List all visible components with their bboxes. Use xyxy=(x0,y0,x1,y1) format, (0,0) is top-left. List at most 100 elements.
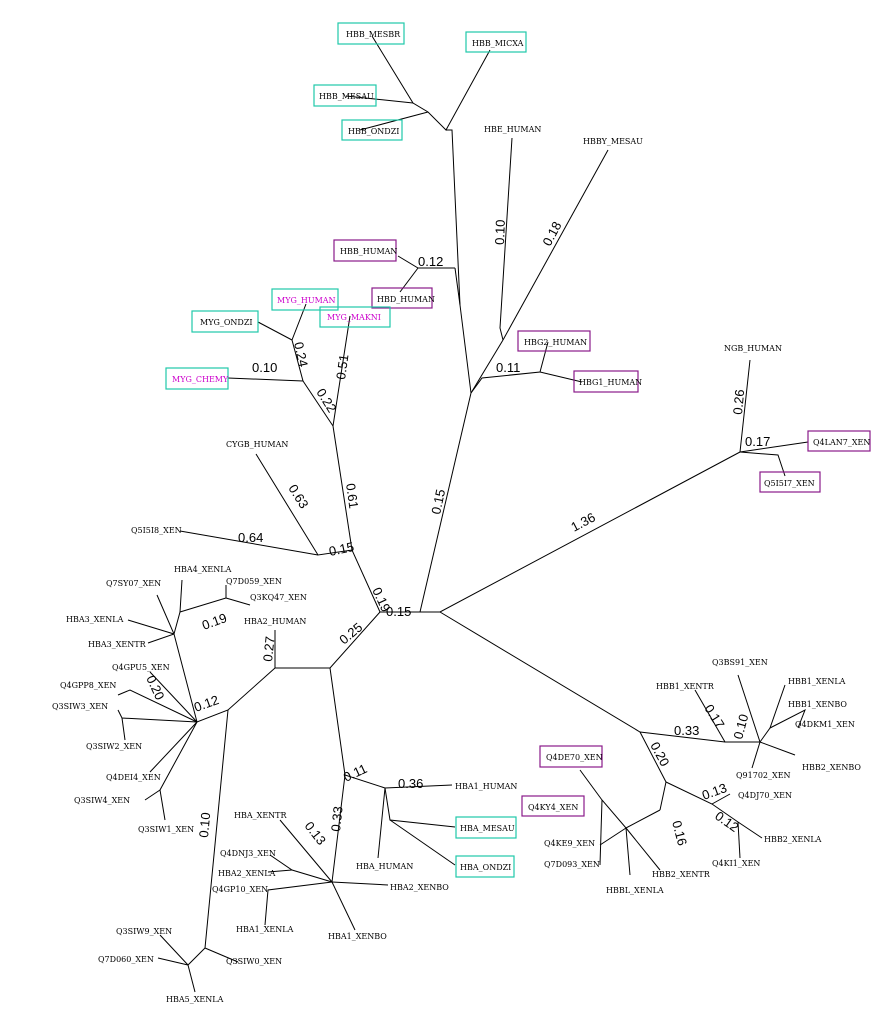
leaf-label: Q4KI1_XEN xyxy=(712,859,760,868)
branch-length-label: 0.33 xyxy=(328,806,346,833)
leaf-label: Q3KQ47_XEN xyxy=(250,593,307,602)
branch xyxy=(225,597,251,606)
leaf-label: Q3BS91_XEN xyxy=(712,658,768,667)
leaf-label: HBA2_XENBO xyxy=(390,883,449,892)
branch xyxy=(127,619,175,635)
branch xyxy=(332,425,353,551)
leaf-label: HBB_HUMAN xyxy=(340,247,397,256)
branch xyxy=(331,881,356,931)
leaf-label: Q3SIW0_XEN xyxy=(226,957,282,966)
branch-length-label: 0.25 xyxy=(336,620,365,648)
leaf-label: HBA_HUMAN xyxy=(356,862,413,871)
branch xyxy=(204,947,239,963)
branch xyxy=(384,787,456,828)
branch-length-label: 0.12 xyxy=(192,692,221,715)
leaf-label: Q3SIW1_XEN xyxy=(138,825,194,834)
leaf-label: HBA5_XENLA xyxy=(166,995,224,1004)
branch xyxy=(371,35,491,131)
branch xyxy=(759,684,786,743)
leaf-labels: HBB_MESBR HBB_MICXA HBB_MESAU HBB_ONDZI … xyxy=(52,30,870,1004)
branch-length-label: 1.36 xyxy=(568,510,597,535)
branch-length-label: 0.11 xyxy=(496,360,520,375)
leaf-label: Q7SY07_XEN xyxy=(106,579,161,588)
leaf-label: HBD_HUMAN xyxy=(377,295,435,304)
branch xyxy=(739,451,786,477)
branch-length-label: 0.13 xyxy=(700,780,729,803)
teal-box xyxy=(465,31,527,53)
branch-length-label: 0.12 xyxy=(712,808,741,835)
leaf-label: Q4DKM1_XEN xyxy=(795,720,855,729)
leaf-label: Q3SIW2_XEN xyxy=(86,742,142,751)
leaf-label: Q3SIW4_XEN xyxy=(74,796,130,805)
branch-length-label: 0.18 xyxy=(539,219,564,248)
purple-box xyxy=(333,239,397,262)
leaf-label: Q7D060_XEN xyxy=(98,955,154,964)
leaf-label: Q3SIW9_XEN xyxy=(116,927,172,936)
branch-length-label: 0.10 xyxy=(492,219,508,245)
teal-box xyxy=(337,22,405,45)
leaf-label: MYG_ONDZI xyxy=(200,318,253,327)
branch xyxy=(329,667,453,789)
branch xyxy=(389,819,456,866)
branch-length-label: 0.19 xyxy=(200,610,229,633)
leaf-label: MYG_MAKNI xyxy=(327,313,381,322)
leaf-label: HBB_MICXA xyxy=(472,39,524,48)
leaf-label: CYGB_HUMAN xyxy=(226,440,288,449)
leaf-label: HBB2_XENLA xyxy=(764,835,822,844)
branch xyxy=(625,827,661,871)
branch-length-label: 0.16 xyxy=(669,819,690,847)
branch-length-label: 0.17 xyxy=(745,434,770,449)
branch xyxy=(147,633,175,644)
branch xyxy=(121,717,126,741)
branch xyxy=(665,781,763,839)
leaf-label: HBB2_XENBO xyxy=(802,763,861,772)
branch xyxy=(264,881,333,926)
branch-length-label: 0.61 xyxy=(343,482,361,509)
branch xyxy=(159,709,229,966)
branch-length-label: 0.36 xyxy=(398,776,423,791)
branch xyxy=(539,371,583,383)
leaf-label: Q5I5I7_XEN xyxy=(764,479,815,488)
leaf-label: HBA3_XENLA xyxy=(66,615,124,624)
branch xyxy=(737,821,741,859)
branch xyxy=(269,854,333,883)
branch-length-labels: 0.12 0.10 0.18 0.11 0.10 0.24 0.51 0.22 … xyxy=(143,219,770,848)
branch xyxy=(579,769,661,829)
leaf-label: Q7D093_XEN xyxy=(544,860,600,869)
teal-box xyxy=(271,288,339,311)
leaf-label: Q4GPP8_XEN xyxy=(60,681,116,690)
branch-length-label: 0.27 xyxy=(260,636,278,663)
leaf-label: HBA1_HUMAN xyxy=(455,782,517,791)
branch xyxy=(257,321,293,341)
teal-box xyxy=(165,367,229,390)
leaf-label: HBB_MESAU xyxy=(319,92,374,101)
branch xyxy=(419,392,472,613)
purple-box xyxy=(807,430,871,452)
branch xyxy=(267,869,293,873)
leaf-label: HBB1_XENBO xyxy=(788,700,847,709)
leaf-label: Q4DE70_XEN xyxy=(546,753,603,762)
purple-box xyxy=(759,471,821,493)
branch-length-label: 0.15 xyxy=(428,488,448,516)
leaf-label: HBA1_XENBO xyxy=(328,932,387,941)
leaf-label: HBBL_XENLA xyxy=(606,886,664,895)
branch xyxy=(157,957,189,966)
branch xyxy=(446,129,472,394)
branch xyxy=(274,611,381,669)
branch-length-label: 0.10 xyxy=(252,360,277,375)
leaf-label: HBE_HUMAN xyxy=(484,125,541,134)
leaf-label: HBA2_XENLA xyxy=(218,869,276,878)
purple-box xyxy=(539,745,603,768)
branch xyxy=(173,579,183,635)
leaf-highlight-boxes xyxy=(165,22,871,878)
leaf-label: Q4GPU5_XEN xyxy=(112,663,170,672)
leaf-label: Q5I5I8_XEN xyxy=(131,526,182,535)
purple-box xyxy=(573,370,639,393)
branch xyxy=(711,793,731,805)
branch xyxy=(499,137,513,341)
branch xyxy=(255,453,381,613)
branch xyxy=(144,789,161,801)
branch-length-label: 0.63 xyxy=(285,482,311,511)
leaf-label: NGB_HUMAN xyxy=(724,344,782,353)
